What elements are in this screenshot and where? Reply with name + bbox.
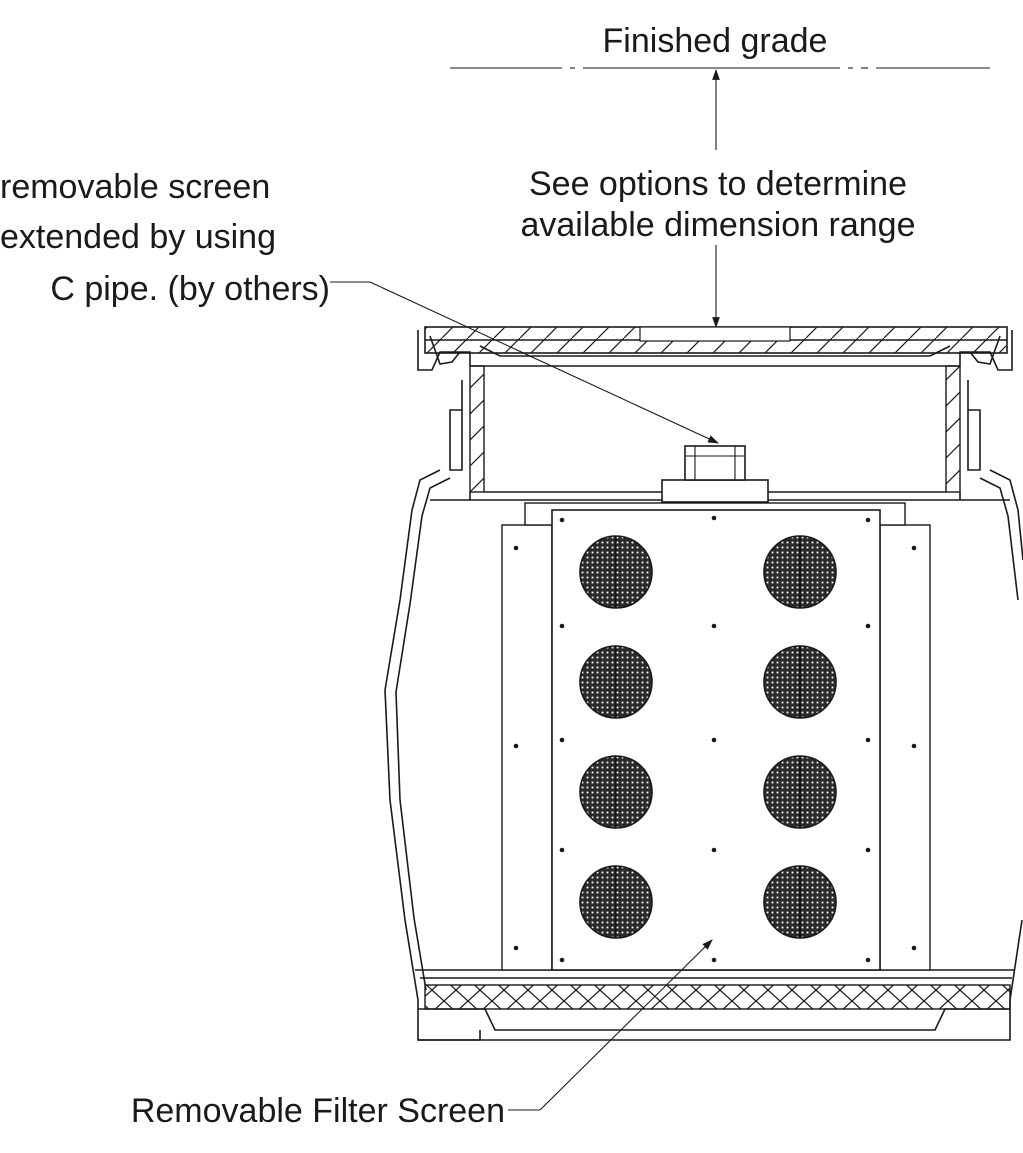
filter-screen-leader — [508, 939, 713, 1111]
filter-screen-label: Removable Filter Screen — [131, 1092, 505, 1130]
callout-leader — [330, 281, 719, 444]
callout-line1: removable screen — [0, 168, 270, 206]
support-bracket-left — [501, 524, 553, 971]
grate-frame — [417, 326, 1013, 371]
filter-holes — [579, 535, 837, 939]
support-bracket-right — [879, 524, 931, 971]
finished-grade-label: Finished grade — [603, 22, 828, 60]
pipe-stub — [661, 445, 769, 503]
plate-screws — [559, 515, 871, 963]
basin-base — [418, 984, 1011, 1041]
dimension-note-line2: available dimension range — [520, 206, 915, 244]
callout-line2: extended by using — [0, 218, 276, 256]
filter-screen-plate — [524, 502, 906, 971]
riser — [449, 365, 981, 493]
callout-line3: C pipe. (by others) — [50, 270, 330, 308]
dimension-note-line1: See options to determine — [529, 165, 907, 203]
